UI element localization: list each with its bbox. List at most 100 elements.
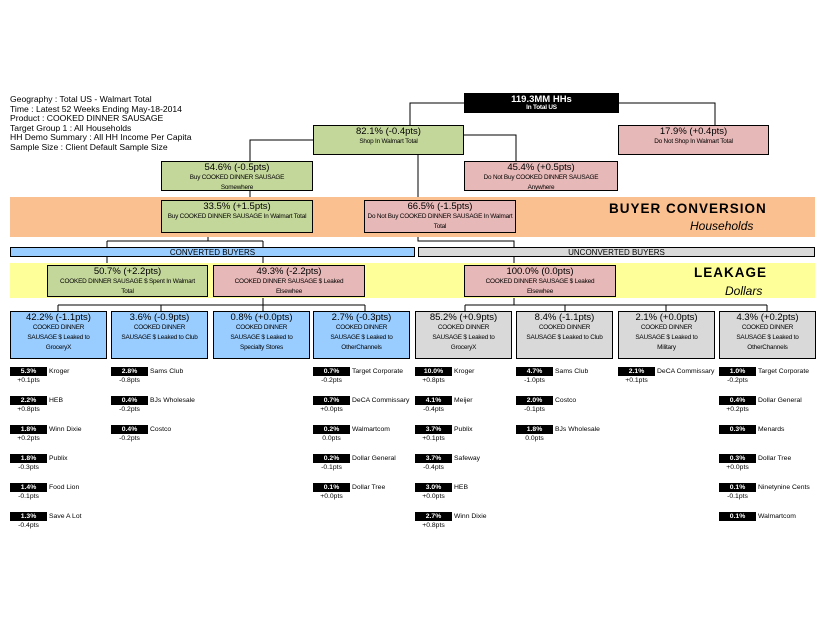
retailer-change: -0.1pts — [524, 406, 545, 413]
retailer-change: -0.1pts — [321, 464, 342, 471]
retailer-share: 1.3% — [10, 512, 47, 521]
retailer-name: Dollar General — [758, 397, 802, 404]
not-buy-in-walmart-node: 66.5% (-1.5pts)Do Not Buy COOKED DINNER … — [364, 200, 516, 233]
retailer-share: 0.2% — [313, 425, 350, 434]
retailer-share: 1.4% — [10, 483, 47, 492]
buy-in-walmart-node: 33.5% (+1.5pts)Buy COOKED DINNER SAUSAGE… — [161, 200, 313, 233]
retailer-change: +0.1pts — [422, 435, 445, 442]
retailer-change: -0.3pts — [18, 464, 39, 471]
retailer-name: Publix — [49, 455, 68, 462]
leakage-channel-node: 8.4% (-1.1pts)COOKED DINNER SAUSAGE $ Le… — [516, 311, 613, 359]
retailer-share: 0.4% — [111, 396, 148, 405]
retailer-share: 2.8% — [111, 367, 148, 376]
retailer-name: BJs Wholesale — [150, 397, 195, 404]
retailer-change: +0.8pts — [422, 377, 445, 384]
converted-buyers-bar: CONVERTED BUYERS — [10, 247, 415, 257]
retailer-share: 2.7% — [415, 512, 452, 521]
retailer-name: HEB — [49, 397, 63, 404]
retailer-name: Target Corporate — [758, 368, 810, 375]
retailer-name: Dollar General — [352, 455, 396, 462]
retailer-name: Sams Club — [555, 368, 589, 375]
retailer-name: Safeway — [454, 455, 481, 462]
retailer-change: 0.0pts — [525, 435, 544, 442]
leakage-channel-node: 85.2% (+0.9pts)COOKED DINNER SAUSAGE $ L… — [415, 311, 512, 359]
retailer-change: +0.2pts — [726, 406, 749, 413]
retailer-share: 2.2% — [10, 396, 47, 405]
retailer-share: 0.1% — [719, 483, 756, 492]
unconverted-buyers-bar: UNCONVERTED BUYERS — [418, 247, 815, 257]
retailer-name: Winn Dixie — [454, 513, 487, 520]
buyer-conversion-subtitle: Households — [690, 219, 754, 233]
retailer-name: Walmartcom — [758, 513, 796, 520]
retailer-name: Sams Club — [150, 368, 184, 375]
retailer-change: +0.0pts — [320, 406, 343, 413]
retailer-share: 4.7% — [516, 367, 553, 376]
retailer-name: HEB — [454, 484, 468, 491]
retailer-name: Publix — [454, 426, 473, 433]
info-product: Product : COOKED DINNER SAUSAGE — [10, 113, 164, 124]
retailer-name: Kroger — [454, 368, 475, 375]
retailer-share: 0.2% — [313, 454, 350, 463]
report-info: Geography : Total US - Walmart Total Tim… — [10, 94, 192, 153]
retailer-share: 0.1% — [313, 483, 350, 492]
retailer-change: +0.0pts — [422, 493, 445, 500]
retailer-change: +0.2pts — [17, 435, 40, 442]
retailer-share: 0.3% — [719, 425, 756, 434]
retailer-change: +0.1pts — [625, 377, 648, 384]
retailer-change: -0.4pts — [18, 522, 39, 529]
leakage-channel-node: 2.1% (+0.0pts)COOKED DINNER SAUSAGE $ Le… — [618, 311, 715, 359]
leakage-channel-node: 42.2% (-1.1pts)COOKED DINNER SAUSAGE $ L… — [10, 311, 107, 359]
retailer-share: 2.1% — [618, 367, 655, 376]
not-buy-anywhere-node: 45.4% (+0.5pts)Do Not Buy COOKED DINNER … — [464, 161, 618, 191]
retailer-name: Dollar Tree — [352, 484, 386, 491]
info-demo: HH Demo Summary : All HH Income Per Capi… — [10, 132, 192, 143]
retailer-name: Costco — [555, 397, 577, 404]
retailer-change: +0.1pts — [17, 377, 40, 384]
retailer-change: -0.1pts — [727, 493, 748, 500]
retailer-name: Walmartcom — [352, 426, 390, 433]
retailer-change: +0.8pts — [17, 406, 40, 413]
retailer-share: 0.3% — [719, 454, 756, 463]
retailer-change: -0.8pts — [119, 377, 140, 384]
retailer-change: -0.4pts — [423, 406, 444, 413]
retailer-share: 0.4% — [719, 396, 756, 405]
retailer-share: 3.7% — [415, 454, 452, 463]
retailer-share: 0.7% — [313, 396, 350, 405]
retailer-share: 4.1% — [415, 396, 452, 405]
retailer-change: -0.2pts — [727, 377, 748, 384]
retailer-share: 3.7% — [415, 425, 452, 434]
retailer-change: +0.0pts — [726, 464, 749, 471]
retailer-share: 2.0% — [516, 396, 553, 405]
retailer-change: +0.0pts — [320, 493, 343, 500]
retailer-name: Costco — [150, 426, 172, 433]
retailer-share: 1.8% — [10, 425, 47, 434]
retailer-share: 1.8% — [10, 454, 47, 463]
retailer-name: Ninetynine Cents — [758, 484, 810, 491]
buyer-conversion-title: BUYER CONVERSION — [609, 201, 767, 216]
retailer-name: Food Lion — [49, 484, 80, 491]
retailer-change: -0.4pts — [423, 464, 444, 471]
leaked-elsewhere-node: 49.3% (-2.2pts)COOKED DINNER SAUSAGE $ L… — [213, 265, 365, 297]
retailer-name: Save A Lot — [49, 513, 82, 520]
retailer-share: 3.0% — [415, 483, 452, 492]
leakage-channel-node: 3.6% (-0.9pts)COOKED DINNER SAUSAGE $ Le… — [111, 311, 208, 359]
unconverted-leaked-elsewhere-node: 100.0% (0.0pts)COOKED DINNER SAUSAGE $ L… — [464, 265, 616, 297]
retailer-name: BJs Wholesale — [555, 426, 600, 433]
retailer-share: 0.7% — [313, 367, 350, 376]
info-geography: Geography : Total US - Walmart Total — [10, 94, 152, 104]
retailer-share: 10.0% — [415, 367, 452, 376]
retailer-name: Meijer — [454, 397, 473, 404]
retailer-change: +0.8pts — [422, 522, 445, 529]
info-time: Time : Latest 52 Weeks Ending May-18-201… — [10, 103, 182, 114]
not-shop-walmart-node: 17.9% (+0.4pts)Do Not Shop In Walmart To… — [618, 125, 769, 155]
info-target-group: Target Group 1 : All Households — [10, 122, 132, 133]
retailer-share: 0.1% — [719, 512, 756, 521]
leakage-channel-node: 2.7% (-0.3pts)COOKED DINNER SAUSAGE $ Le… — [313, 311, 410, 359]
retailer-change: -0.1pts — [18, 493, 39, 500]
retailer-share: 1.0% — [719, 367, 756, 376]
spent-in-walmart-node: 50.7% (+2.2pts)COOKED DINNER SAUSAGE $ S… — [47, 265, 208, 297]
retailer-change: -1.0pts — [524, 377, 545, 384]
